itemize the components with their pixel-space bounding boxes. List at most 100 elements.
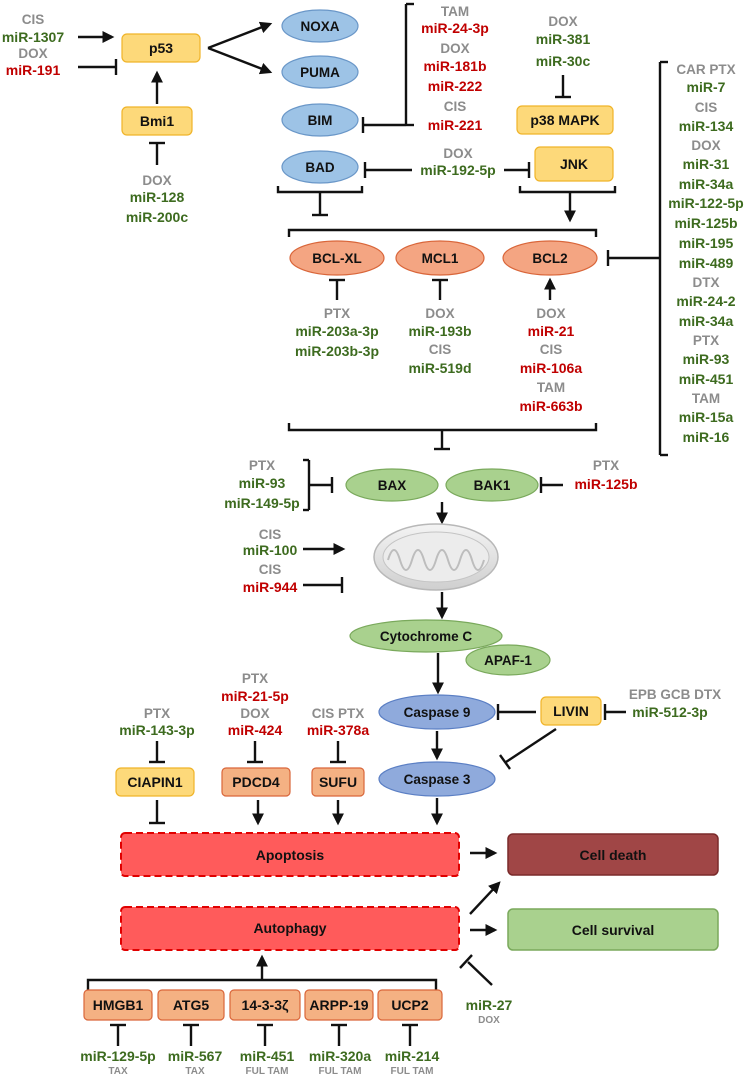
drug-label-tam: TAM bbox=[441, 4, 469, 19]
mirna-label: miR-451 bbox=[679, 371, 734, 387]
mirna-label: miR-125b bbox=[674, 215, 737, 231]
mirna-label: miR-663b bbox=[519, 398, 582, 414]
caspase-9-node bbox=[378, 694, 496, 730]
drug-label-ptx: PTX bbox=[242, 671, 268, 686]
node-label: Bmi1 bbox=[140, 113, 174, 129]
mirna-label: miR-512-3p bbox=[632, 704, 707, 720]
mirna-label: miR-320a bbox=[309, 1048, 371, 1064]
node-label: ARPP-19 bbox=[309, 997, 368, 1013]
mirna-label: miR-195 bbox=[679, 235, 734, 251]
cell-death-node bbox=[507, 833, 719, 876]
node-label: Cell death bbox=[580, 847, 647, 863]
mirna-label: miR-31 bbox=[683, 156, 730, 172]
drug-label-ptx: PTX bbox=[693, 333, 719, 348]
mirna-label: miR-21 bbox=[528, 323, 575, 339]
drug-label-ful-tam: FUL TAM bbox=[391, 1066, 434, 1077]
mirna-label: miR-944 bbox=[243, 579, 298, 595]
bcl2-node bbox=[502, 240, 598, 276]
mirna-label: miR-128 bbox=[130, 189, 185, 205]
mirna-label: miR-381 bbox=[536, 31, 591, 47]
node-label: p53 bbox=[149, 40, 173, 56]
p53-node bbox=[121, 33, 201, 63]
drug-label-cis: CIS bbox=[259, 527, 282, 542]
node-label: BAD bbox=[305, 160, 334, 175]
pdcd4-node bbox=[221, 767, 291, 797]
caspase-3-node bbox=[378, 761, 496, 797]
drug-label-dox: DOX bbox=[536, 306, 565, 321]
p38-mapk-node bbox=[516, 105, 614, 135]
mirna-label: miR-7 bbox=[687, 79, 726, 95]
mirna-label: miR-106a bbox=[520, 360, 582, 376]
mirna-label: miR-24-2 bbox=[676, 293, 735, 309]
mirna-label: miR-221 bbox=[428, 117, 483, 133]
activation-arrow bbox=[207, 46, 273, 75]
inhibition-bar bbox=[459, 954, 473, 969]
drug-label-dox: DOX bbox=[478, 1015, 500, 1026]
node-label: Cell survival bbox=[572, 922, 655, 938]
node-label: Apoptosis bbox=[256, 847, 325, 863]
mirna-label: miR-378a bbox=[307, 722, 369, 738]
drug-label-dox: DOX bbox=[142, 173, 171, 188]
node-label: MCL1 bbox=[422, 251, 459, 266]
node-label: ATG5 bbox=[173, 997, 210, 1013]
autophagy-node bbox=[120, 906, 460, 951]
bcl-xl-node bbox=[289, 240, 385, 276]
bracket bbox=[86, 978, 438, 992]
drug-label-dox: DOX bbox=[440, 41, 469, 56]
node-label: HMGB1 bbox=[93, 997, 144, 1013]
livin-node bbox=[540, 696, 602, 726]
inhibition-bar bbox=[499, 754, 511, 770]
apoptosis-node bbox=[120, 832, 460, 877]
mirna-label: miR-191 bbox=[6, 62, 61, 78]
mitochondrion-icon bbox=[373, 523, 499, 591]
drug-label-cis: CIS bbox=[540, 342, 563, 357]
mirna-label: miR-203a-3p bbox=[295, 323, 378, 339]
mcl1-node bbox=[395, 240, 485, 276]
drug-label-tam: TAM bbox=[537, 380, 565, 395]
jnk-node bbox=[534, 146, 614, 182]
drug-label-dox: DOX bbox=[18, 46, 47, 61]
mirna-label: miR-134 bbox=[679, 118, 734, 134]
drug-label-ptx: PTX bbox=[249, 458, 275, 473]
drug-label-cis: CIS bbox=[695, 100, 718, 115]
drug-label-cis: CIS bbox=[22, 12, 45, 27]
drug-label-ptx: PTX bbox=[593, 458, 619, 473]
drug-label-dox: DOX bbox=[691, 138, 720, 153]
drug-label-ful-tam: FUL TAM bbox=[246, 1066, 289, 1077]
bmi1-node bbox=[121, 106, 193, 136]
atg5-node bbox=[157, 989, 225, 1021]
mirna-label: miR-181b bbox=[423, 58, 486, 74]
drug-label-dox: DOX bbox=[240, 706, 269, 721]
inhibition-line bbox=[505, 727, 557, 764]
drug-label-dox: DOX bbox=[443, 146, 472, 161]
node-label: Caspase 3 bbox=[404, 772, 471, 787]
mirna-label: miR-193b bbox=[408, 323, 471, 339]
ucp2-node bbox=[377, 989, 443, 1021]
mirna-label: miR-93 bbox=[683, 351, 730, 367]
mirna-label: miR-567 bbox=[168, 1048, 223, 1064]
node-label: Caspase 9 bbox=[404, 705, 471, 720]
mirna-label: miR-16 bbox=[683, 429, 730, 445]
inhibition-line bbox=[467, 961, 493, 986]
node-label: BIM bbox=[308, 113, 333, 128]
mirna-label: miR-203b-3p bbox=[295, 343, 379, 359]
drug-label-carptx: CAR PTX bbox=[676, 62, 735, 77]
bracket bbox=[276, 186, 364, 194]
bax-node bbox=[345, 468, 439, 502]
node-label: PUMA bbox=[300, 65, 340, 80]
node-label: SUFU bbox=[319, 774, 357, 790]
drug-label-tam: TAM bbox=[692, 391, 720, 406]
mirna-label: miR-30c bbox=[536, 53, 591, 69]
mirna-label: miR-143-3p bbox=[119, 722, 194, 738]
node-label: 14-3-3ζ bbox=[242, 997, 289, 1013]
mirna-label: miR-122-5p bbox=[668, 195, 743, 211]
bak1-node bbox=[445, 468, 539, 502]
node-label: Cytochrome C bbox=[380, 629, 473, 644]
mirna-label: miR-15a bbox=[679, 409, 734, 425]
bim-node bbox=[281, 103, 359, 137]
activation-arrow bbox=[469, 881, 501, 915]
noxa-node bbox=[281, 9, 359, 43]
mirna-label: miR-1307 bbox=[2, 29, 64, 45]
mirna-label: miR-24-3p bbox=[421, 20, 489, 36]
